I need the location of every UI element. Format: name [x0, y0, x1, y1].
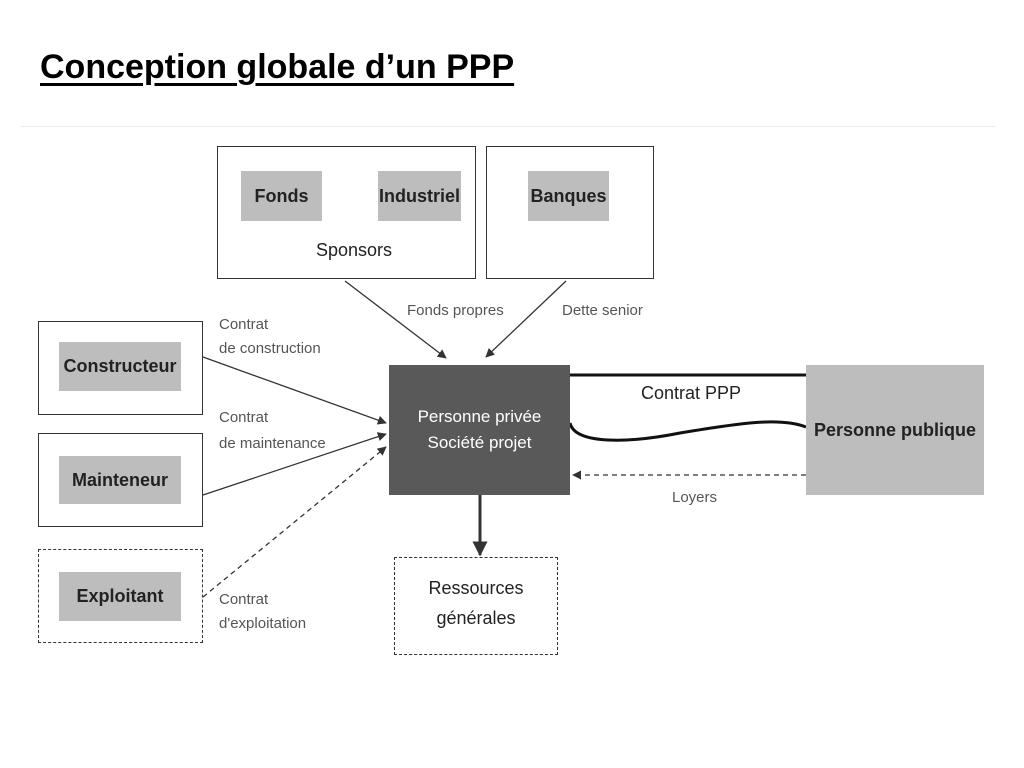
- personne-publique-box: Personne publique: [806, 365, 984, 495]
- personne-privee-label: Personne privée: [417, 407, 542, 426]
- contrat-ppp-label: Contrat PPP: [641, 383, 742, 403]
- construction-contract-label-line1: Contrat: [219, 316, 269, 333]
- industriel-box: Industriel: [378, 171, 461, 221]
- exploitant-inner-box: Exploitant: [59, 572, 181, 621]
- exploitation-contract-label-line2: d'exploitation: [219, 615, 307, 632]
- slide-title: Conception globale d’un PPP: [40, 48, 515, 86]
- personne-privee-box: Personne privée Société projet: [389, 365, 570, 495]
- loyers-label: Loyers: [672, 489, 718, 506]
- dette-senior-label: Dette senior: [562, 302, 643, 319]
- dette-senior-arrow: [485, 280, 567, 358]
- maintenance-contract-line: [202, 432, 387, 496]
- constructeur-inner-box: Constructeur: [59, 342, 181, 391]
- banques-inner-box: Banques: [528, 171, 609, 221]
- ppp-diagram: Fonds Industriel Sponsors Banques Fonds …: [20, 126, 996, 667]
- construction-contract-line: [202, 356, 387, 425]
- ressources-label-line1: Ressources: [428, 578, 524, 598]
- maintenance-contract-label-line1: Contrat: [219, 409, 269, 426]
- fonds-propres-arrow: [344, 280, 447, 359]
- societe-projet-label: Société projet: [427, 433, 532, 452]
- mainteneur-inner-box: Mainteneur: [59, 456, 181, 504]
- fonds-propres-label: Fonds propres: [407, 302, 504, 319]
- construction-contract-label-line2: de construction: [219, 340, 321, 357]
- diagram-connectors: [202, 280, 807, 598]
- exploitation-contract-line: [202, 446, 387, 598]
- ppp-contract-curve-line: [568, 420, 807, 442]
- exploitation-contract-label-line1: Contrat: [219, 591, 269, 608]
- ressources-label-line2: générales: [436, 608, 516, 628]
- fonds-box: Fonds: [241, 171, 322, 221]
- maintenance-contract-label-line2: de maintenance: [219, 435, 326, 452]
- sponsors-label: Sponsors: [316, 240, 393, 260]
- ressources-generales-box: [394, 557, 558, 655]
